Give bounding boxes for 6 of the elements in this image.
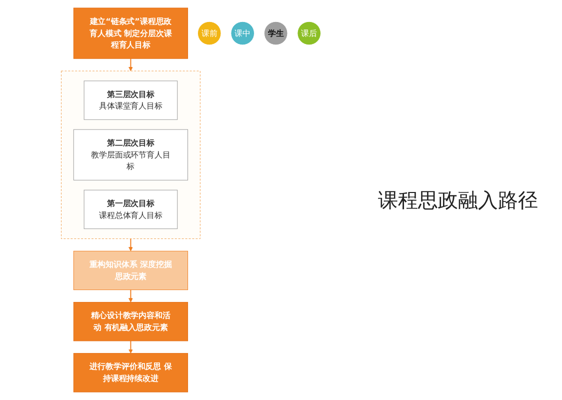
- arrow: [128, 58, 133, 72]
- side-caption: 课程思政融入路径: [378, 186, 539, 214]
- arrow: [128, 238, 133, 252]
- cluster: [61, 70, 200, 239]
- arrow: [128, 289, 133, 302]
- arrow: [128, 340, 133, 354]
